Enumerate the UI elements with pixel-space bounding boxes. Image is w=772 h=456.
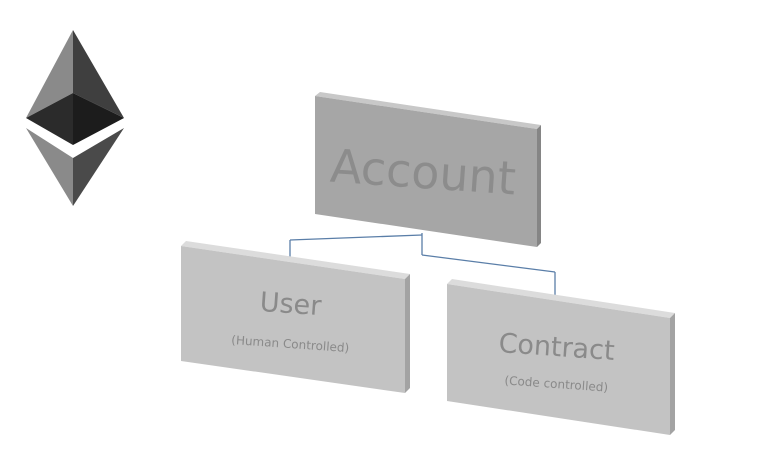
account-box-top <box>315 92 541 129</box>
account-box-title: Account <box>329 139 518 206</box>
user-box-top <box>181 241 410 279</box>
user-box: User (Human Controlled) <box>181 241 410 393</box>
account-box-face <box>315 96 537 247</box>
connector-to-user <box>289 234 423 241</box>
account-box-side <box>537 125 541 247</box>
contract-box-top <box>447 279 675 318</box>
contract-box-side <box>670 313 675 435</box>
contract-box: Contract (Code controlled) <box>447 279 675 435</box>
connector-to-contract <box>421 254 556 273</box>
contract-box-face <box>447 284 670 435</box>
ethereum-logo-icon <box>26 30 124 206</box>
connector-lines <box>289 233 556 298</box>
user-box-title: User <box>259 287 323 322</box>
user-box-side <box>405 274 410 393</box>
user-box-face <box>181 246 405 393</box>
account-box: Account <box>315 92 541 247</box>
